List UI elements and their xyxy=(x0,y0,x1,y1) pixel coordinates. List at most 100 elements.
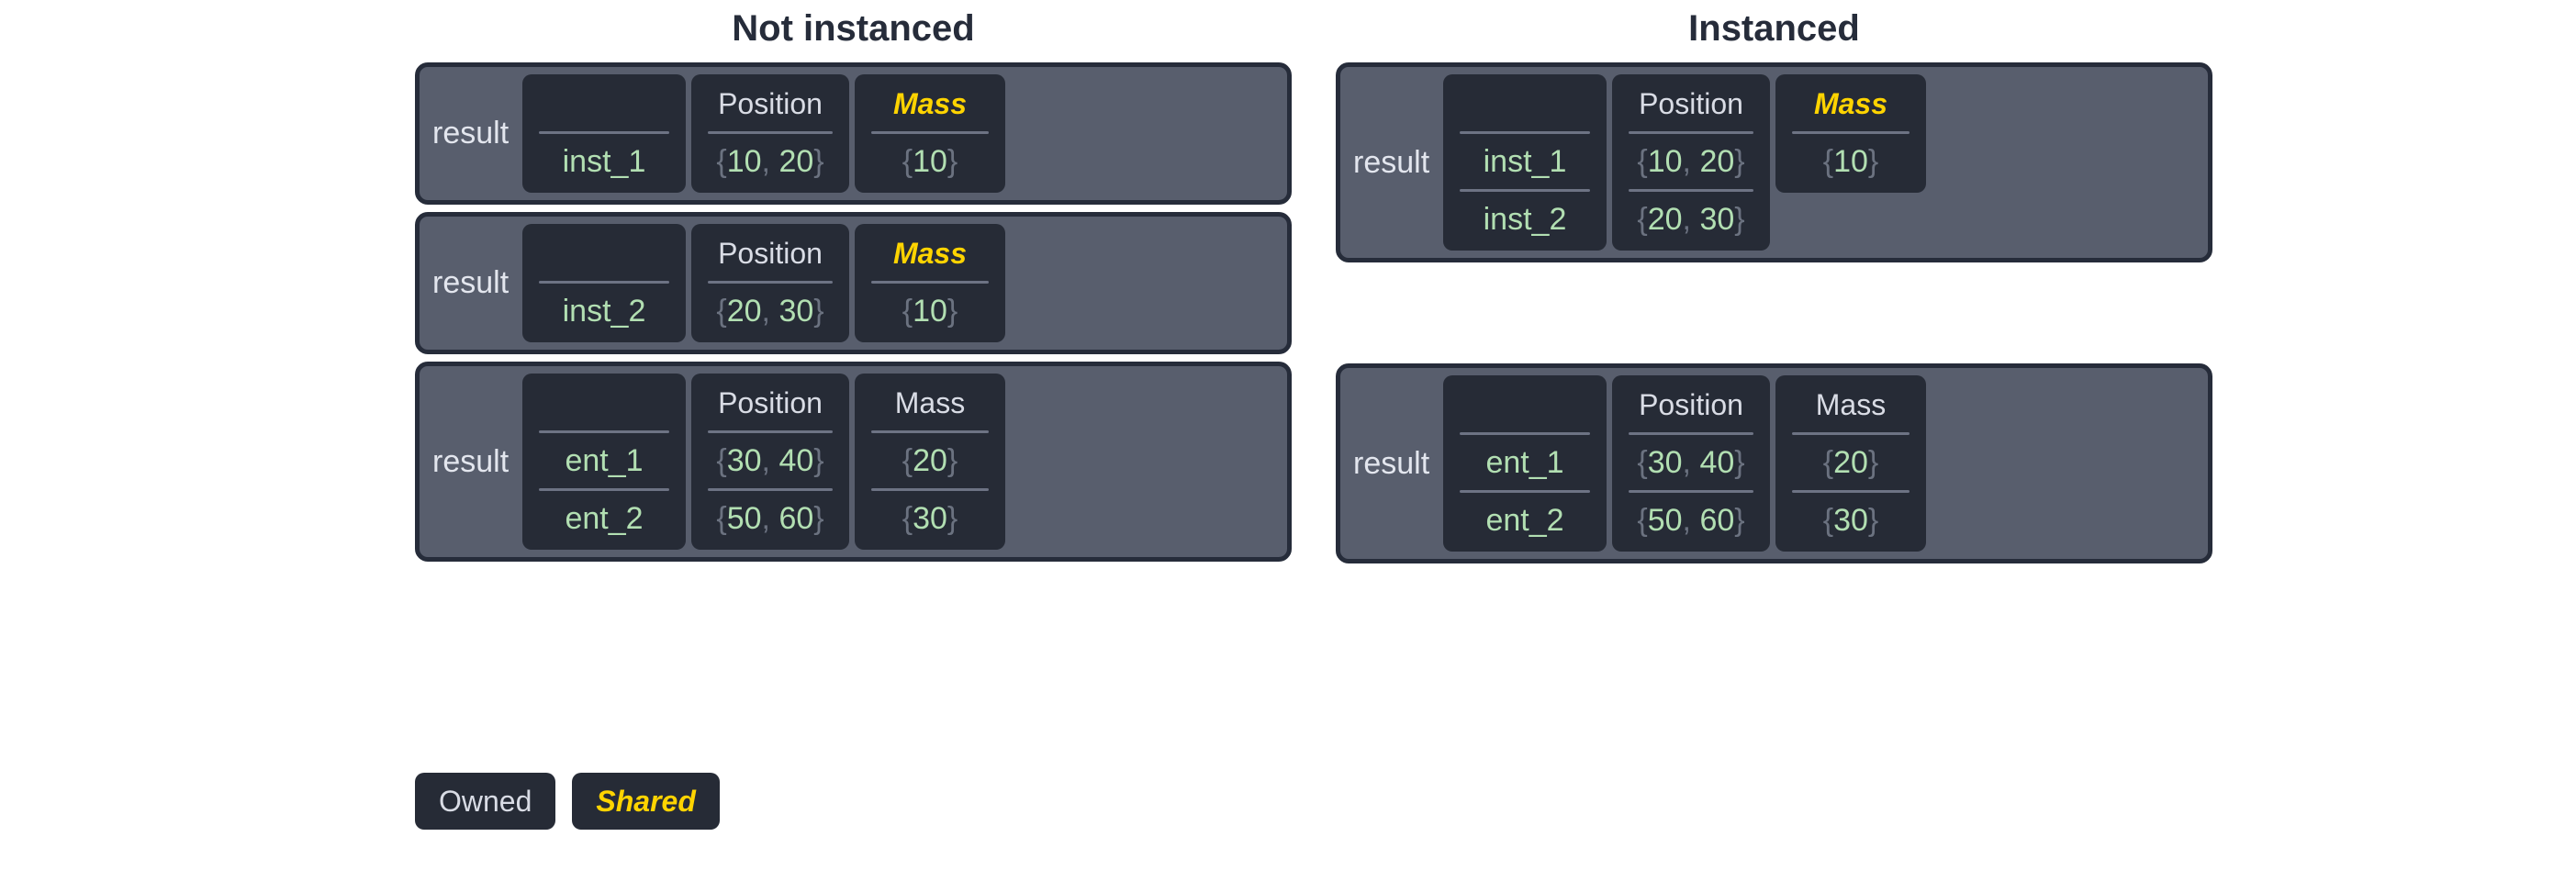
brace-glyph: { xyxy=(902,294,913,329)
brace-glyph: { xyxy=(1637,202,1648,237)
brace-glyph: } xyxy=(813,144,824,179)
cell-separator xyxy=(708,488,833,491)
cell-separator xyxy=(1460,490,1590,493)
brace-glyph: } xyxy=(813,294,824,329)
cell-value: {10} xyxy=(1822,144,1879,179)
cell-value: {10} xyxy=(902,144,958,179)
panel-title-not-instanced: Not instanced xyxy=(732,8,975,49)
column-card-position: Position {10, 20} xyxy=(691,74,849,193)
comma-glyph: , xyxy=(761,501,770,536)
cell-value: {10, 20} xyxy=(716,144,824,179)
brace-glyph: } xyxy=(1734,144,1745,179)
legend: Owned Shared xyxy=(415,773,720,830)
cell-value: {50, 60} xyxy=(716,501,824,536)
cell-separator xyxy=(1629,131,1753,134)
brace-glyph: { xyxy=(902,443,913,478)
cell-separator xyxy=(539,430,669,433)
cell-separator xyxy=(1792,432,1910,435)
cell-separator xyxy=(871,430,989,433)
cell-value: {30, 40} xyxy=(716,443,824,478)
brace-glyph: } xyxy=(1734,445,1745,480)
column-card-position: Position{10, 20}{20, 30} xyxy=(1612,74,1770,251)
brace-glyph: } xyxy=(1867,445,1879,480)
brace-glyph: } xyxy=(813,501,824,536)
cell-separator xyxy=(708,281,833,284)
column-card-name: inst_2 xyxy=(522,224,686,342)
column-header: Position xyxy=(718,87,823,120)
cell-value: {20} xyxy=(902,443,958,478)
cell-separator xyxy=(871,488,989,491)
cell-separator xyxy=(539,488,669,491)
cell-separator xyxy=(1629,189,1753,192)
cell-separator xyxy=(539,131,669,134)
column-header: Position xyxy=(1639,388,1743,421)
cell-value: ent_1 xyxy=(1485,445,1564,480)
column-header: Position xyxy=(718,386,823,419)
brace-glyph: { xyxy=(1822,144,1834,179)
cell-separator xyxy=(871,281,989,284)
legend-chip-owned: Owned xyxy=(415,773,556,830)
column-card-name: ent_1 ent_2 xyxy=(1443,375,1607,552)
cell-value: {20, 30} xyxy=(716,294,824,329)
cell-value: {30} xyxy=(1822,503,1879,538)
cell-value: {30} xyxy=(902,501,958,536)
result-label: result xyxy=(1353,445,1430,481)
brace-glyph: } xyxy=(1734,503,1745,538)
cell-value: inst_2 xyxy=(1483,202,1567,237)
column-card-position: Position{30, 40}{50, 60} xyxy=(1612,375,1770,552)
column-group: inst_2 Position {20, 30} Mass {10} xyxy=(522,217,1287,350)
column-card-mass: Mass {20} {30} xyxy=(1775,375,1926,552)
result-block: result inst_2 Position {20, 30} Mass {10} xyxy=(415,212,1292,354)
cell-separator xyxy=(708,131,833,134)
cell-value: {30, 40} xyxy=(1637,445,1745,480)
cell-value: {10} xyxy=(902,294,958,329)
cell-separator xyxy=(1629,432,1753,435)
cell-value: {10, 20} xyxy=(1637,144,1745,179)
column-card-mass: Mass {10} xyxy=(855,224,1005,342)
brace-glyph: } xyxy=(946,443,958,478)
cell-separator xyxy=(708,430,833,433)
cell-value: {20} xyxy=(1822,445,1879,480)
column-card-position: Position {20, 30} xyxy=(691,224,849,342)
column-card-mass: Mass{10} xyxy=(855,74,1005,193)
cell-value: {20, 30} xyxy=(1637,202,1745,237)
cell-value: inst_2 xyxy=(562,294,646,329)
brace-glyph: } xyxy=(946,294,958,329)
comma-glyph: , xyxy=(1682,144,1691,179)
brace-glyph: { xyxy=(716,443,727,478)
cell-value: ent_1 xyxy=(565,443,644,478)
brace-glyph: } xyxy=(1867,144,1879,179)
brace-glyph: { xyxy=(1822,445,1834,480)
brace-glyph: { xyxy=(1637,445,1648,480)
brace-glyph: { xyxy=(902,501,913,536)
cell-separator xyxy=(871,131,989,134)
cell-separator xyxy=(539,281,669,284)
brace-glyph: } xyxy=(1734,202,1745,237)
column-header: Mass xyxy=(892,237,968,270)
comma-glyph: , xyxy=(1682,503,1691,538)
cell-value: ent_2 xyxy=(1485,503,1564,538)
comma-glyph: , xyxy=(761,144,770,179)
brace-glyph: } xyxy=(946,144,958,179)
result-label: result xyxy=(432,265,510,300)
brace-glyph: { xyxy=(1822,503,1834,538)
brace-glyph: } xyxy=(813,443,824,478)
column-header: Mass xyxy=(1813,87,1888,120)
column-header: Mass xyxy=(894,386,966,419)
comma-glyph: , xyxy=(761,443,770,478)
cell-separator xyxy=(1460,131,1590,134)
column-header xyxy=(522,229,686,277)
column-header: Mass xyxy=(1815,388,1887,421)
column-header: Position xyxy=(718,237,823,270)
column-card-position: Position {30, 40} {50, 60} xyxy=(691,374,849,550)
